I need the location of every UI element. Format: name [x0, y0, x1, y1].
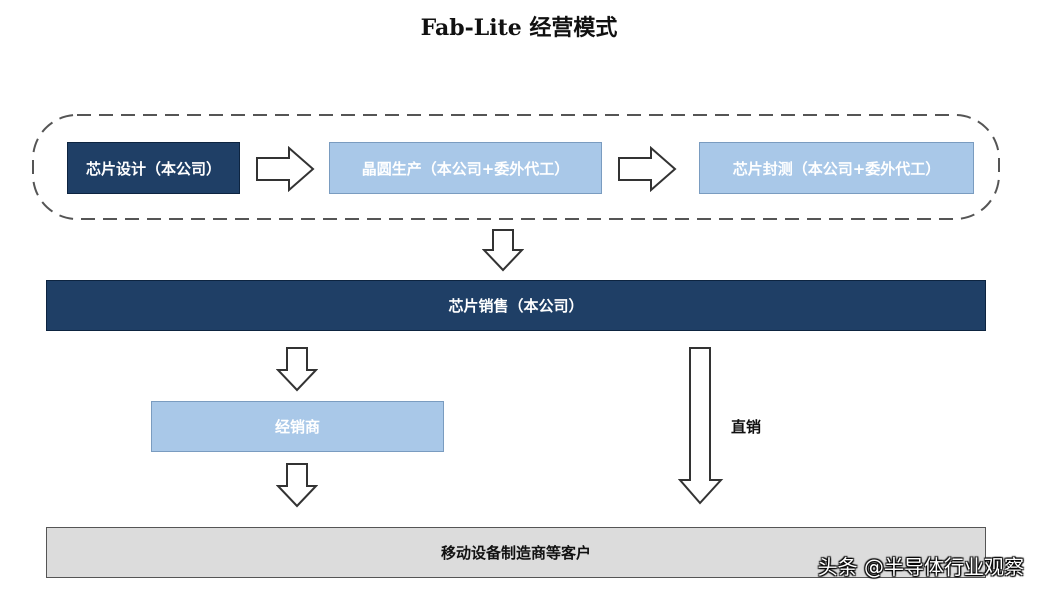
customer-bar: 移动设备制造商等客户 [46, 527, 986, 578]
wafer-production-box: 晶圆生产（本公司+委外代工） [329, 142, 602, 194]
direct-sales-label: 直销 [731, 418, 762, 436]
down-arrow-icon [276, 347, 318, 392]
direct-sales-arrow-icon [678, 347, 724, 505]
down-arrow-icon [276, 463, 318, 508]
right-arrow-icon [256, 146, 315, 192]
chip-design-box: 芯片设计（本公司） [67, 142, 240, 194]
chip-packaging-box: 芯片封测（本公司+委外代工） [699, 142, 974, 194]
watermark-text: 头条 @半导体行业观察 [817, 555, 1024, 579]
production-group-border [32, 114, 1000, 220]
distributor-box: 经销商 [151, 401, 444, 452]
diagram-title: Fab-Lite 经营模式 [420, 15, 618, 41]
right-arrow-icon [618, 146, 677, 192]
chip-sales-bar: 芯片销售（本公司） [46, 280, 986, 331]
down-arrow-icon [482, 229, 524, 272]
